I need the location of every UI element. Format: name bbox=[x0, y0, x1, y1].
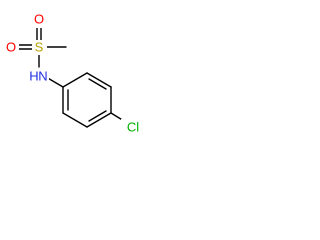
chlorine-label: Cl bbox=[127, 120, 139, 135]
ring-inner-bond-1 bbox=[88, 78, 107, 90]
hydrogen-label: H bbox=[29, 69, 38, 84]
ring-bond-c2-c3 bbox=[86, 72, 112, 88]
nitrogen-label: N bbox=[38, 69, 47, 84]
oxygen-top-label: O bbox=[34, 12, 44, 27]
ring-inner-bond-2 bbox=[88, 110, 107, 122]
oxygen-left-label: O bbox=[6, 40, 16, 55]
ring-bond-c5-c6 bbox=[62, 112, 88, 128]
structure-diagram: O O S H N Cl bbox=[3, 12, 145, 135]
ring-bond-c4-c5 bbox=[86, 112, 112, 128]
ring-bond-c1-c2 bbox=[62, 72, 88, 88]
sulfur-label: S bbox=[35, 40, 44, 55]
